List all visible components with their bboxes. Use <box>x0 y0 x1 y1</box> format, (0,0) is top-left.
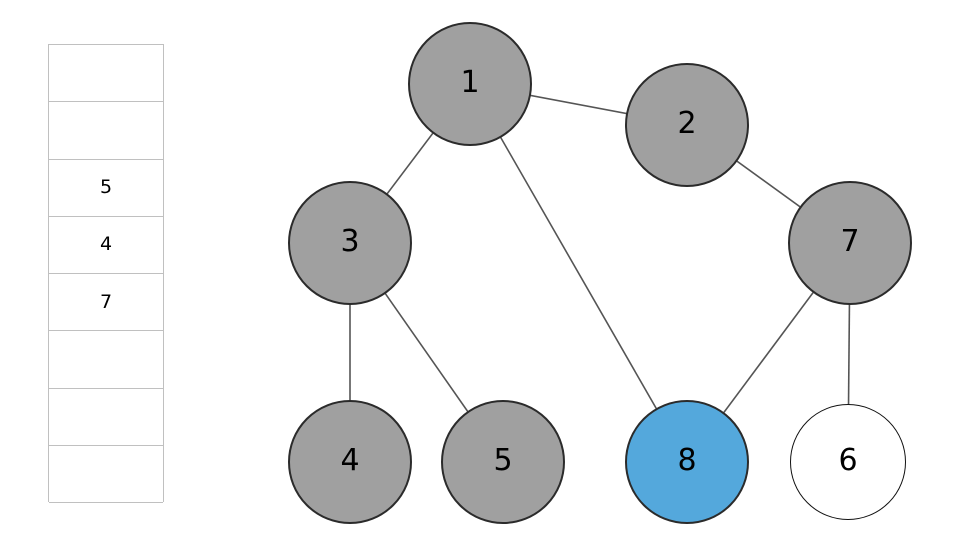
stack-cell-0[interactable] <box>49 45 163 103</box>
graph-node-label: 7 <box>840 224 860 259</box>
graph-edge-1-8 <box>469 83 688 463</box>
graph-node-label: 4 <box>340 443 360 478</box>
stack-cell-7[interactable] <box>49 446 163 503</box>
stack-cell-5[interactable] <box>49 331 163 389</box>
stack-cell-4[interactable]: 7 <box>49 274 163 332</box>
graph-node-8[interactable]: 8 <box>625 400 749 524</box>
graph-node-3[interactable]: 3 <box>288 181 412 305</box>
graph-node-label: 1 <box>460 65 480 100</box>
stack-cell-value: 5 <box>99 176 113 199</box>
graph-node-label: 8 <box>677 443 697 478</box>
graph-node-7[interactable]: 7 <box>788 181 912 305</box>
graph-node-label: 2 <box>677 106 697 141</box>
stack-table: 5 4 7 <box>48 44 164 503</box>
stack-cell-1[interactable] <box>49 102 163 160</box>
graph-node-label: 6 <box>838 443 858 478</box>
stack-cell-3[interactable]: 4 <box>49 217 163 274</box>
graph-node-4[interactable]: 4 <box>288 400 412 524</box>
graph-node-1[interactable]: 1 <box>408 22 532 146</box>
stack-cell-6[interactable] <box>49 389 163 446</box>
graph-node-5[interactable]: 5 <box>441 400 565 524</box>
stack-cell-2[interactable]: 5 <box>49 160 163 217</box>
stack-cell-value: 4 <box>99 233 113 256</box>
graph-node-label: 5 <box>493 443 513 478</box>
graph-node-6[interactable]: 6 <box>790 404 906 520</box>
stack-cell-value: 7 <box>99 290 113 313</box>
graph-node-2[interactable]: 2 <box>625 63 749 187</box>
graph-node-label: 3 <box>340 224 360 259</box>
